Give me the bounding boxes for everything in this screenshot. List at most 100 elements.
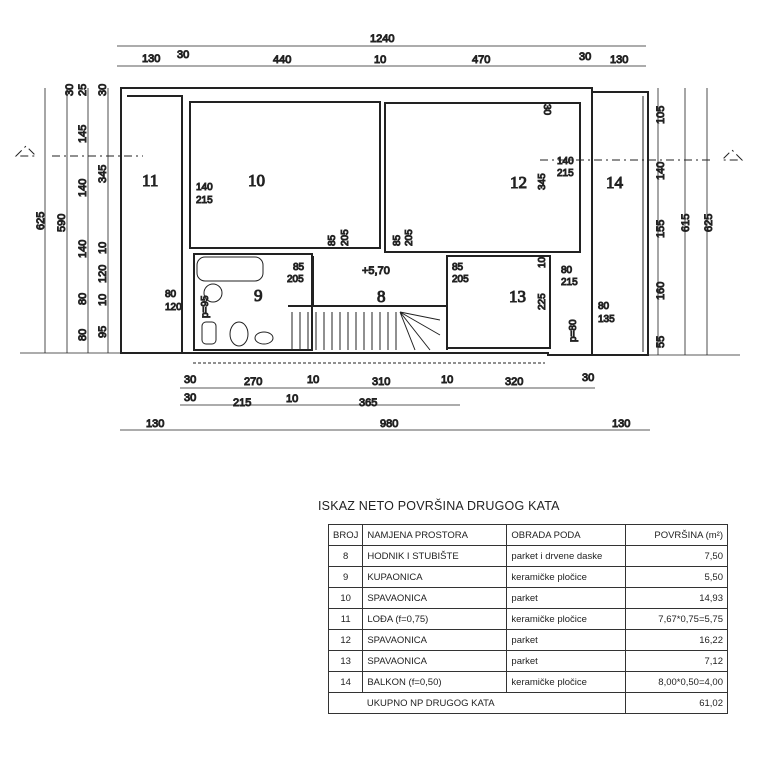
dim-room: 225 (537, 293, 548, 310)
cell (327, 692, 363, 714)
bathroom-fixtures (196, 256, 274, 347)
cell: LOĐA (f=0,75) (362, 608, 508, 630)
dim-total-top: 1240 (370, 33, 394, 45)
dim-left: 590 (56, 214, 68, 232)
dim-right: 160 (655, 282, 667, 300)
dim-top: 130 (610, 54, 628, 66)
dim-bottom: 10 (286, 393, 298, 405)
dimension-lines (20, 45, 740, 431)
room-12-label: 12 (510, 173, 527, 192)
door-label: 85 (392, 234, 403, 246)
room-11-label: 11 (142, 171, 158, 190)
dim-bottom: 30 (582, 372, 594, 384)
dim-left: 625 (35, 212, 47, 230)
window-label: 80 (561, 265, 573, 276)
window-label: 80 (165, 289, 177, 300)
dim-bottom: 130 (146, 418, 164, 430)
dim-top: 440 (273, 54, 291, 66)
dim-bottom: 30 (184, 392, 196, 404)
cell: 7,12 (625, 650, 728, 672)
dim-top: 130 (142, 53, 160, 65)
area-table: BROJ NAMJENA PROSTORA OBRADA PODA POVRŠI… (327, 524, 728, 714)
cell: 8,00*0,50=4,00 (625, 671, 728, 693)
dim-left: 120 (97, 265, 109, 283)
cell: KUPAONICA (362, 566, 508, 588)
cell: 9 (327, 566, 364, 588)
window-label: 215 (561, 277, 578, 288)
dim-left: 25 (77, 84, 89, 96)
dim-right: 625 (703, 214, 715, 232)
stairs (291, 311, 441, 351)
cell: 16,22 (625, 629, 728, 651)
cell: 11 (327, 608, 364, 630)
cell: keramičke pločice (506, 671, 627, 693)
cell: 12 (327, 629, 364, 651)
room-8-label: 8 (377, 287, 386, 306)
cell: keramičke pločice (506, 566, 627, 588)
floor-plan: 11 10 12 14 9 8 13 +5,70 1240 130 30 440… (14, 33, 744, 431)
dim-left: 10 (97, 294, 109, 306)
dim-left: 95 (97, 326, 109, 338)
window-label: 215 (557, 168, 574, 179)
dim-top: 30 (579, 51, 591, 63)
header-purpose: NAMJENA PROSTORA (362, 524, 508, 546)
room-10-label: 10 (248, 171, 265, 190)
dim-right: 105 (655, 106, 667, 124)
dim-bottom: 30 (184, 374, 196, 386)
dim-left: 345 (97, 165, 109, 183)
cell: HODNIK I STUBIŠTE (362, 545, 508, 567)
cell: SPAVAONICA (362, 629, 508, 651)
dim-room: 345 (537, 173, 548, 190)
dim-left: 80 (77, 329, 89, 341)
dim-left: 30 (64, 84, 76, 96)
window-label: 135 (598, 314, 615, 325)
dim-top: 10 (374, 54, 386, 66)
cell: parket (506, 629, 627, 651)
cell: 5,50 (625, 566, 728, 588)
dim-left: 80 (77, 293, 89, 305)
total-value: 61,02 (625, 692, 728, 714)
window-label: 140 (557, 156, 574, 167)
cell: 14 (327, 671, 364, 693)
window-label: 120 (165, 302, 182, 313)
door-label: 205 (340, 229, 351, 246)
room-9-label: 9 (254, 286, 263, 305)
table-total-row: UKUPNO NP DRUGOG KATA 61,02 (327, 692, 728, 714)
dim-left: 140 (77, 240, 89, 258)
level-mark: +5,70 (362, 265, 390, 277)
table-title: ISKAZ NETO POVRŠINA DRUGOG KATA (318, 499, 560, 513)
room-14-label: 14 (606, 173, 624, 192)
dim-bottom: 320 (505, 376, 523, 388)
header-area: POVRŠINA (m²) (625, 524, 728, 546)
cell: parket (506, 650, 627, 672)
dim-room: 30 (541, 104, 552, 116)
cell: 7,67*0,75=5,75 (625, 608, 728, 630)
window-label: 215 (196, 195, 213, 206)
dim-left: 30 (97, 84, 109, 96)
dim-top: 30 (177, 49, 189, 61)
cell: keramičke pločice (506, 608, 627, 630)
dim-top: 470 (472, 54, 490, 66)
table-header-row: BROJ NAMJENA PROSTORA OBRADA PODA POVRŠI… (327, 524, 728, 546)
dim-room: 10 (537, 256, 548, 268)
cell: 14,93 (625, 587, 728, 609)
dim-left: 10 (97, 242, 109, 254)
cell: 10 (327, 587, 364, 609)
window-label: 80 (598, 301, 610, 312)
cell: parket (506, 587, 627, 609)
header-number: BROJ (327, 524, 364, 546)
dim-right: 615 (680, 214, 692, 232)
room-13-label: 13 (509, 287, 526, 306)
dim-bottom: 365 (359, 397, 377, 409)
cell: SPAVAONICA (362, 587, 508, 609)
cell: 8 (327, 545, 364, 567)
door-label: 85 (327, 234, 338, 246)
door-label: 205 (404, 229, 415, 246)
parapet-label: p=95 (200, 295, 211, 318)
header-floor: OBRADA PODA (506, 524, 627, 546)
dim-bottom: 270 (244, 376, 262, 388)
